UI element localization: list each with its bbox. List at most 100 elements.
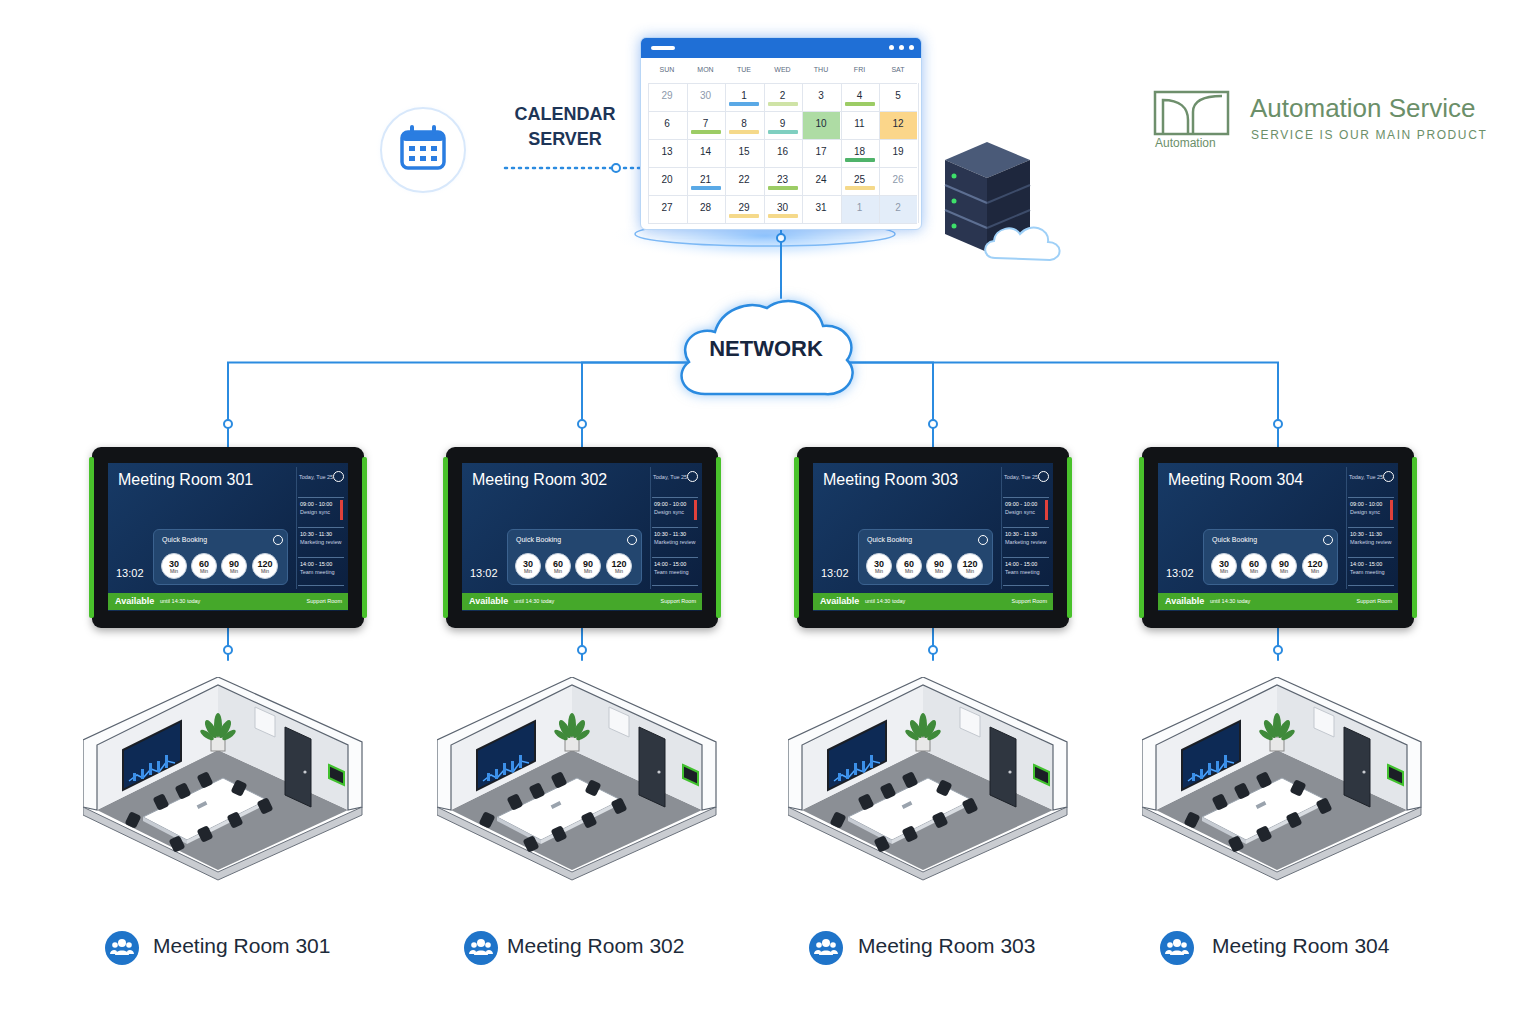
tablet-text: Support Room — [642, 598, 696, 604]
tablet-text: Support Room — [993, 598, 1047, 604]
grid-line — [648, 223, 917, 224]
event-bar — [691, 186, 721, 190]
button-text: Min — [546, 569, 570, 575]
window-header — [641, 38, 921, 58]
grid-line — [725, 83, 726, 223]
tablet-text: Available — [115, 596, 154, 606]
schedule-line — [1348, 497, 1394, 498]
tablet-text: 14:00 - 15:00 — [1005, 561, 1037, 567]
calendar-cell-text: 17 — [802, 146, 840, 158]
junction-dot — [578, 420, 586, 428]
button-text: Min — [607, 569, 631, 575]
calendar-cell-text: 23 — [764, 174, 802, 186]
quick-booking-panel: Quick Booking30Min60Min90Min120Min — [858, 529, 993, 585]
tablet-text: Available — [820, 596, 859, 606]
junction-dot — [777, 234, 785, 242]
art-shape — [1163, 96, 1222, 134]
duration-button: 60Min — [1241, 553, 1267, 579]
tablet-text: Team meeting — [300, 569, 335, 575]
art-shape — [402, 132, 444, 141]
tablet-text: until 14:30 today — [160, 598, 200, 604]
button-text: 60 — [1242, 559, 1266, 569]
grid-line — [802, 83, 803, 223]
meeting-room-illustration — [83, 677, 362, 880]
art-shape — [985, 228, 1059, 260]
network-link — [849, 362, 1278, 447]
grid-line — [648, 195, 917, 196]
schedule-divider — [1001, 467, 1002, 589]
event-bar — [768, 102, 798, 106]
people-icon — [105, 931, 139, 965]
company-slogan: SERVICE IS OUR MAIN PRODUCT — [1251, 129, 1487, 143]
junction-dot — [1274, 646, 1282, 654]
schedule-line — [652, 557, 698, 558]
tablet-text: Today, Tue 25 — [1349, 474, 1383, 480]
clock-icon — [273, 535, 283, 545]
clock-icon — [978, 535, 988, 545]
calendar-cell-text: 18 — [841, 146, 879, 158]
quick-booking-panel: Quick Booking30Min60Min90Min120Min — [1203, 529, 1338, 585]
art-shape — [945, 185, 987, 203]
duration-button: 120Min — [957, 553, 983, 579]
people-icon — [809, 931, 843, 965]
tablet-text: Available — [469, 596, 508, 606]
button-text: 90 — [927, 559, 951, 569]
led-strip — [794, 457, 799, 618]
calendar-cell-text: 30 — [764, 202, 802, 214]
button-text: 60 — [897, 559, 921, 569]
art-shape — [409, 146, 437, 161]
tablet-text: Design sync — [1005, 509, 1035, 515]
calendar-cell-text: 12 — [879, 118, 917, 130]
tablet-text: 13:02 — [470, 567, 498, 580]
room-tablet: Meeting Room 303Today, Tue 2509:00 - 10:… — [797, 447, 1069, 628]
busy-mark — [340, 500, 343, 520]
tablet-text: Support Room — [288, 598, 342, 604]
duration-button: 30Min — [161, 553, 187, 579]
grid-line — [648, 83, 649, 223]
grid-line — [648, 139, 917, 140]
button-text: 120 — [1303, 559, 1327, 569]
button-text: Min — [576, 569, 600, 575]
schedule-line — [1348, 557, 1394, 558]
calendar-cell-text: SAT — [879, 66, 917, 74]
calendar-cell-text: 8 — [725, 118, 763, 130]
duration-button: 90Min — [1271, 553, 1297, 579]
grid-line — [648, 83, 917, 84]
duration-button: 120Min — [252, 553, 278, 579]
calendar-cell-text: 13 — [648, 146, 686, 158]
led-strip — [362, 457, 367, 618]
tablet-text: until 14:30 today — [514, 598, 554, 604]
event-bar — [768, 214, 798, 218]
button-text: Min — [1242, 569, 1266, 575]
art-shape — [987, 210, 1030, 228]
button-text: Min — [927, 569, 951, 575]
tablet-text: Marketing review — [1350, 539, 1392, 545]
duration-button: 30Min — [1211, 553, 1237, 579]
button-text: Min — [1272, 569, 1296, 575]
button-text: Min — [253, 569, 277, 575]
network-label: NETWORK — [675, 336, 857, 361]
art-shape — [431, 146, 437, 151]
calendar-cell-text: 29 — [725, 202, 763, 214]
button-text: 90 — [222, 559, 246, 569]
tablet-text: Today, Tue 25 — [653, 474, 687, 480]
button-text: 90 — [1272, 559, 1296, 569]
server-stack — [945, 142, 1060, 260]
meeting-room-illustration — [788, 677, 1067, 880]
button-text: 120 — [607, 559, 631, 569]
calendar-cell-text: 6 — [648, 118, 686, 130]
calendar-cell-text: 3 — [802, 90, 840, 102]
calendar-cell-text: 24 — [802, 174, 840, 186]
room-tablet: Meeting Room 302Today, Tue 2509:00 - 10:… — [446, 447, 718, 628]
tablet-text: 10:30 - 11:30 — [1350, 531, 1382, 537]
panel-title: Quick Booking — [867, 536, 912, 544]
junction-dot — [224, 646, 232, 654]
calendar-cell-text: 5 — [879, 90, 917, 102]
duration-button: 90Min — [221, 553, 247, 579]
tablet-text: 10:30 - 11:30 — [300, 531, 332, 537]
led-strip — [1067, 457, 1072, 618]
tablet-text: Design sync — [1350, 509, 1380, 515]
button-text: Min — [1212, 569, 1236, 575]
room-caption: Meeting Room 303 — [858, 934, 1035, 958]
